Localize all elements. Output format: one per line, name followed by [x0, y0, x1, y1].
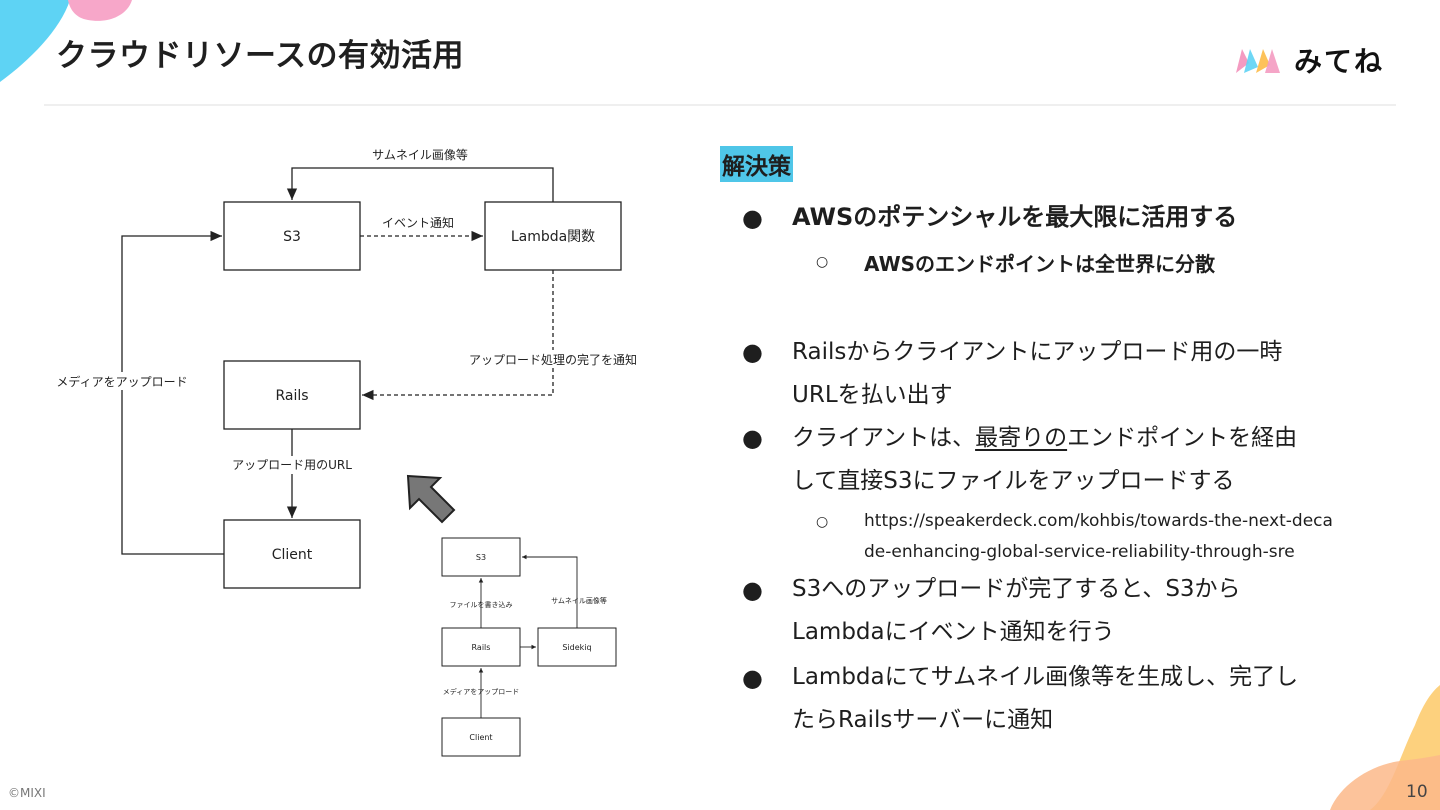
- old-s3-box: [441, 537, 521, 577]
- client-label: Client: [272, 547, 313, 563]
- old-s3-label: S3: [476, 553, 486, 562]
- bullet-dot: ●: [742, 424, 763, 452]
- event-notify-label: イベント通知: [382, 216, 454, 230]
- bullet-5-line-2: たらRailsサーバーに通知: [792, 707, 1054, 733]
- bullet-5-line-1: Lambdaにてサムネイル画像等を生成し、完了し: [792, 664, 1299, 690]
- architecture-diagram: S3 Lambda関数 Rails Client サムネイル画像等 イベント通知…: [54, 148, 644, 589]
- arrow-up-left-icon: [406, 474, 456, 524]
- bullet-2: Railsからクライアントにアップロード用の一時 URLを払い出す: [792, 331, 1332, 417]
- bullet-dot: ●: [742, 576, 763, 604]
- bullet-2-line-1: Railsからクライアントにアップロード用の一時: [792, 339, 1283, 365]
- bullet-3-line-2: して直接S3にファイルをアップロードする: [792, 468, 1235, 494]
- upload-media-label: メディアをアップロード: [56, 374, 187, 389]
- old-rails-label: Rails: [472, 643, 491, 652]
- bullet-4-line-1: S3へのアップロードが完了すると、S3から: [792, 576, 1241, 602]
- old-client-label: Client: [469, 733, 492, 742]
- upload-media-arrow: [121, 230, 224, 555]
- bullet-1: AWSのポテンシャルを最大限に活用する: [792, 203, 1238, 231]
- rails-label: Rails: [275, 388, 308, 404]
- title-divider: [44, 104, 1396, 106]
- bullet-dot: ●: [742, 204, 763, 232]
- mitene-logo-icon: [1236, 49, 1280, 73]
- solution-heading: 解決策: [720, 146, 793, 182]
- old-write-file-label: ファイルを書き込み: [450, 600, 513, 609]
- solution-list: ● AWSのポテンシャルを最大限に活用する ○ AWSのエンドポイントは全世界に…: [720, 196, 1420, 756]
- bullet-2-line-2: URLを払い出す: [792, 382, 953, 408]
- copyright: ©MIXI: [8, 786, 46, 800]
- logo: みてね: [1234, 40, 1384, 80]
- corner-decoration-bottom-right: [1330, 685, 1440, 810]
- sub-bullet-dot: ○: [816, 254, 829, 270]
- old-client-box: [441, 717, 521, 757]
- logo-text: みてね: [1294, 45, 1385, 78]
- bullet-4-line-2: Lambdaにイベント通知を行う: [792, 619, 1115, 645]
- thumbnail-label: サムネイル画像等: [372, 148, 468, 162]
- reference-link[interactable]: https://speakerdeck.com/kohbis/towards-t…: [864, 511, 1333, 562]
- solution-panel: 解決策: [720, 146, 1380, 182]
- rails-box: [223, 360, 361, 430]
- slide-title: クラウドリソースの有効活用: [56, 38, 464, 74]
- s3-label: S3: [283, 229, 301, 245]
- bullet-3-pre: クライアントは、: [792, 425, 976, 451]
- old-upload-media-label: メディアをアップロード: [443, 687, 520, 696]
- bullet-5: Lambdaにてサムネイル画像等を生成し、完了し たらRailsサーバーに通知: [792, 656, 1332, 742]
- client-box: [223, 519, 361, 589]
- old-sidekiq-box: [537, 627, 617, 667]
- bullet-3-emphasis: 最寄りの: [975, 425, 1068, 451]
- bullet-3-post: エンドポイントを経由: [1067, 425, 1298, 451]
- sub-bullet-dot: ○: [816, 514, 829, 530]
- lambda-label: Lambda関数: [511, 229, 595, 245]
- old-thumbnail-label: サムネイル画像等: [551, 596, 607, 605]
- old-rails-box: [441, 627, 521, 667]
- page-number: 10: [1406, 782, 1428, 802]
- old-sidekiq-label: Sidekiq: [562, 643, 591, 652]
- corner-decoration-top-left: [0, 0, 132, 82]
- bullet-4: S3へのアップロードが完了すると、S3から Lambdaにイベント通知を行う: [792, 568, 1332, 654]
- s3-box: [223, 201, 361, 271]
- thumbnail-arrow: [286, 167, 554, 202]
- bullet-3: クライアントは、最寄りのエンドポイントを経由 して直接S3にファイルをアップロー…: [792, 417, 1332, 503]
- upload-done-arrow: [362, 270, 554, 401]
- bullet-dot: ●: [742, 338, 763, 366]
- old-architecture-diagram: S3 Rails Sidekiq Client ファイルを書き込み サムネイル画…: [441, 537, 617, 757]
- bullet-1-sub: AWSのエンドポイントは全世界に分散: [864, 252, 1216, 276]
- bullet-dot: ●: [742, 664, 763, 692]
- upload-done-label: アップロード処理の完了を通知: [469, 352, 637, 367]
- upload-url-label: アップロード用のURL: [232, 458, 352, 472]
